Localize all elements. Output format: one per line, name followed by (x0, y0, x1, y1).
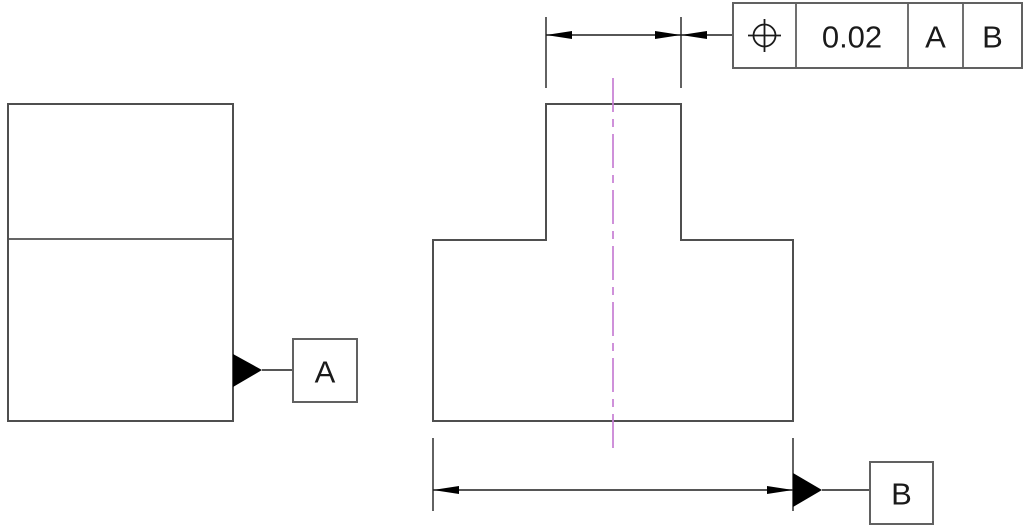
bottom-dimension (432, 438, 794, 511)
position-symbol-icon (748, 19, 781, 52)
arrowhead-left-icon (433, 486, 459, 494)
datum-b-label: B (891, 477, 912, 512)
fcf-leader-arrowhead-icon (681, 31, 707, 39)
top-dimension (545, 17, 733, 88)
datum-a-triangle-icon (233, 354, 262, 387)
fcf-datum-ref-a: A (925, 20, 946, 55)
arrowhead-right-icon (655, 31, 681, 39)
side-view (7, 103, 234, 422)
feature-control-frame: 0.02 A B (732, 2, 1023, 69)
fcf-border (732, 2, 1023, 69)
arrowhead-right-icon (767, 486, 793, 494)
t-profile-outline (432, 103, 794, 422)
datum-a-symbol: A (233, 338, 358, 403)
fcf-datum-ref-b: B (982, 20, 1003, 55)
side-view-outline (7, 103, 234, 422)
arrowhead-left-icon (546, 31, 572, 39)
front-view (432, 78, 794, 448)
datum-b-symbol: B (793, 461, 934, 525)
fcf-tolerance-value: 0.02 (822, 20, 882, 55)
datum-a-box (292, 338, 358, 403)
datum-b-box (869, 461, 934, 525)
datum-b-triangle-icon (793, 473, 822, 507)
datum-a-label: A (315, 355, 336, 390)
